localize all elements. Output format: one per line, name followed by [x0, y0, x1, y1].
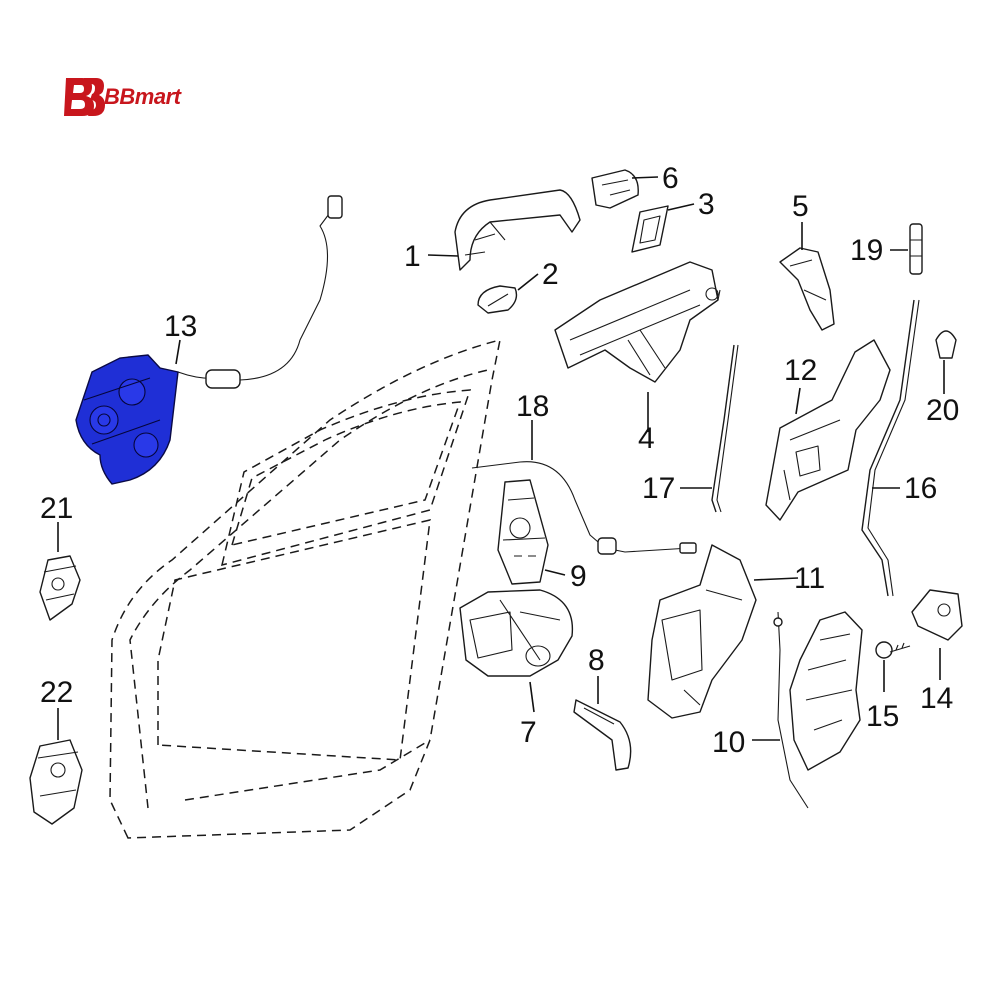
- callout-5: 5: [792, 190, 809, 223]
- part-latch-assembly[interactable]: [789, 611, 863, 771]
- callout-19: 19: [850, 234, 883, 267]
- callout-12: 12: [784, 354, 817, 387]
- callout-15: 15: [866, 700, 899, 733]
- part-2-handle-cap[interactable]: [477, 285, 518, 314]
- callout-21: 21: [40, 492, 73, 525]
- callout-6: 6: [662, 162, 679, 195]
- callout-3: 3: [698, 188, 715, 221]
- door-outline: [109, 338, 501, 839]
- part-10-cable[interactable]: [773, 611, 809, 809]
- part-19-rod[interactable]: [909, 223, 923, 275]
- part-8-lever[interactable]: [573, 699, 632, 771]
- callout-18: 18: [516, 390, 549, 423]
- part-21-hinge[interactable]: [39, 555, 81, 621]
- callout-labels: 1 2 3 4 5 6 7 8 9 10 11 12 13 14 15 16 1…: [40, 162, 959, 759]
- bb-monogram-icon: [64, 78, 105, 116]
- part-9-key-fob[interactable]: [497, 479, 549, 585]
- callout-7: 7: [520, 716, 537, 749]
- part-16-rod[interactable]: [861, 299, 920, 597]
- part-13-actuator[interactable]: [75, 195, 343, 485]
- part-1-door-handle[interactable]: [454, 189, 581, 271]
- callout-11: 11: [794, 562, 825, 595]
- part-20-clip[interactable]: [935, 330, 957, 359]
- callout-2: 2: [542, 258, 559, 291]
- callout-16: 16: [904, 472, 937, 505]
- part-17-rod[interactable]: [711, 344, 739, 513]
- part-11-latch-bracket[interactable]: [647, 544, 757, 719]
- callout-9: 9: [570, 560, 587, 593]
- part-14-hinge[interactable]: [911, 589, 963, 641]
- part-6-handle-insert[interactable]: [591, 169, 639, 209]
- callout-13: 13: [164, 310, 197, 343]
- brand-logo: BBmart: [62, 72, 181, 122]
- callout-17: 17: [642, 472, 675, 505]
- part-7-lock-cylinder[interactable]: [459, 589, 574, 677]
- callout-14: 14: [920, 682, 953, 715]
- part-18-cable[interactable]: [471, 461, 697, 555]
- callout-10: 10: [712, 726, 745, 759]
- part-15-screw[interactable]: [875, 641, 911, 659]
- callout-1: 1: [404, 240, 421, 273]
- part-4-handle-carrier[interactable]: [554, 261, 721, 383]
- part-22-hinge[interactable]: [29, 739, 83, 825]
- part-12-cover[interactable]: [765, 339, 891, 521]
- callout-22: 22: [40, 676, 73, 709]
- callout-20: 20: [926, 394, 959, 427]
- callout-4: 4: [638, 422, 655, 455]
- leader-lines: [57, 176, 945, 741]
- part-5-bracket[interactable]: [779, 247, 835, 331]
- brand-name: BBmart: [104, 84, 181, 109]
- part-3-gasket[interactable]: [631, 205, 669, 253]
- callout-8: 8: [588, 644, 605, 677]
